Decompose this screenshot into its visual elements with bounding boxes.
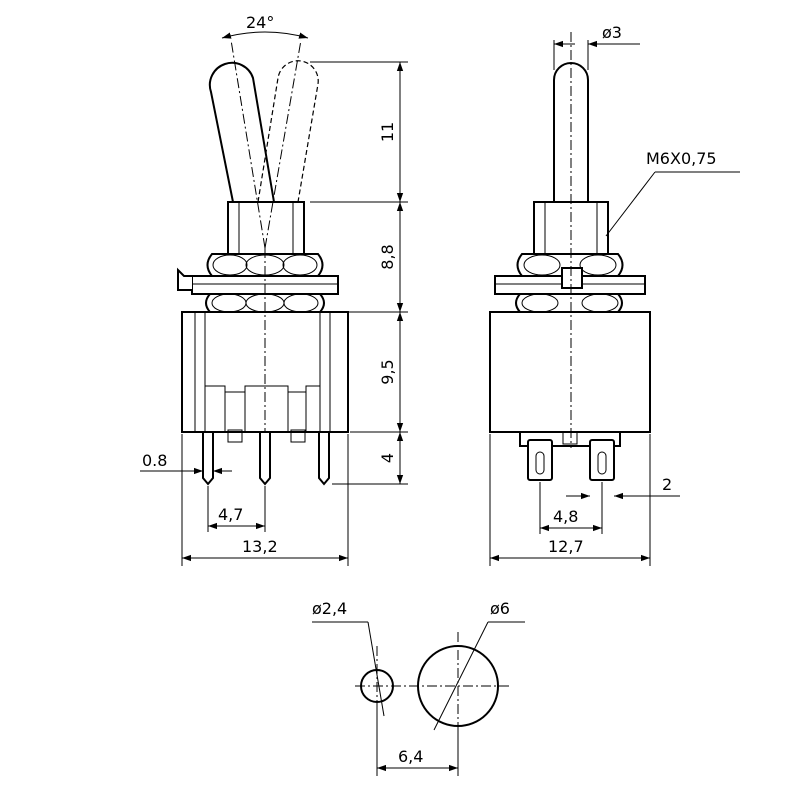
dim-body-width-side: 12,7 bbox=[548, 537, 584, 556]
dim-body-height: 9,5 bbox=[378, 359, 397, 384]
front-washer-tab bbox=[177, 267, 192, 291]
side-lever bbox=[553, 62, 589, 203]
front-view bbox=[177, 39, 349, 486]
side-lower-nut bbox=[515, 293, 623, 313]
dim-hole-spacing: 6,4 bbox=[398, 747, 423, 766]
dim-hole-small-diameter: ø2,4 bbox=[312, 599, 347, 618]
front-terminal-left bbox=[202, 431, 214, 486]
panel-cutout bbox=[355, 632, 512, 742]
dim-body-width-front: 13,2 bbox=[242, 537, 278, 556]
dimensions: 24° ø3 M6X0,75 11 8,8 9,5 4 0.8 4 bbox=[140, 13, 740, 776]
side-view bbox=[489, 32, 651, 481]
dim-bushing-height: 8,8 bbox=[378, 244, 397, 269]
dim-terminal-thickness: 2 bbox=[662, 475, 672, 494]
side-upper-nut bbox=[516, 253, 624, 277]
dim-lever-diameter: ø3 bbox=[602, 23, 622, 42]
dim-lever-length: 11 bbox=[378, 122, 397, 142]
dim-terminal-pitch-side: 4,8 bbox=[553, 507, 578, 526]
side-body bbox=[489, 311, 651, 433]
front-upper-nut bbox=[206, 253, 324, 277]
dim-hole-large-diameter: ø6 bbox=[490, 599, 510, 618]
front-lever-alt-position bbox=[257, 60, 319, 203]
front-terminal-center bbox=[259, 431, 271, 486]
dim-toggle-angle: 24° bbox=[246, 13, 274, 32]
dim-terminal-length: 4 bbox=[378, 453, 397, 463]
side-terminal-right bbox=[589, 439, 615, 481]
side-bushing bbox=[533, 201, 609, 255]
front-terminal-right bbox=[318, 431, 330, 486]
front-lever bbox=[208, 61, 276, 203]
dim-terminal-pitch-front: 4,7 bbox=[218, 505, 243, 524]
dim-thread: M6X0,75 bbox=[646, 149, 717, 168]
dim-terminal-width: 0.8 bbox=[142, 451, 167, 470]
side-terminal-left bbox=[527, 439, 553, 481]
side-anti-rotation-key bbox=[561, 267, 583, 289]
